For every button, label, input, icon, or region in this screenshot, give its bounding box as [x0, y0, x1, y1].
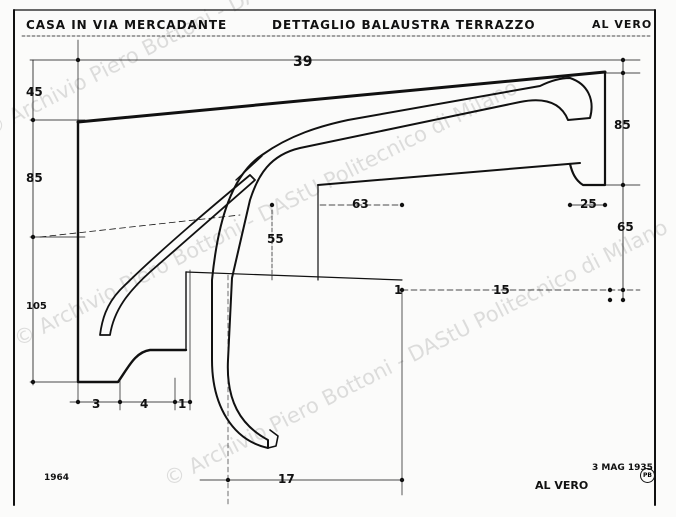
dim-label-4: 4 [140, 397, 149, 411]
dim-label-105: 105 [26, 301, 47, 312]
dashed-guide [39, 214, 241, 238]
drawing-date: 3 MAG 1935 [592, 463, 653, 473]
dim-label-85-right: 85 [614, 118, 631, 132]
drawing-number: 1964 [44, 473, 70, 483]
dim-label-15: 15 [493, 283, 510, 297]
dim-label-1-right: 1 [394, 283, 403, 297]
dimension-markers [30, 57, 626, 483]
dim-label-3: 3 [92, 397, 101, 411]
dim-label-63: 63 [352, 197, 369, 211]
balustrade-left-post [76, 120, 188, 384]
curved-tube-inner [99, 174, 256, 336]
curved-tube-outer [211, 77, 593, 449]
dim-label-55: 55 [267, 232, 284, 246]
dim-label-39: 39 [293, 54, 313, 70]
dim-label-85-left: 85 [26, 171, 43, 185]
dim-label-1-bottom: 1 [178, 397, 187, 411]
dim-label-65: 65 [617, 220, 634, 234]
balustrade-top-rail [76, 70, 607, 124]
scale-label-top: AL VERO [592, 18, 653, 31]
author-stamp: PB [640, 468, 655, 483]
project-title: CASA IN VIA MERCADANTE [26, 18, 228, 32]
scale-label-bottom: AL VERO [535, 479, 589, 492]
dim-label-45: 45 [26, 85, 43, 99]
dim-label-17: 17 [278, 472, 295, 486]
drawing-title: DETTAGLIO BALAUSTRA TERRAZZO [272, 18, 536, 32]
dim-label-25: 25 [580, 197, 597, 211]
balustrade-right-drop [568, 70, 607, 187]
